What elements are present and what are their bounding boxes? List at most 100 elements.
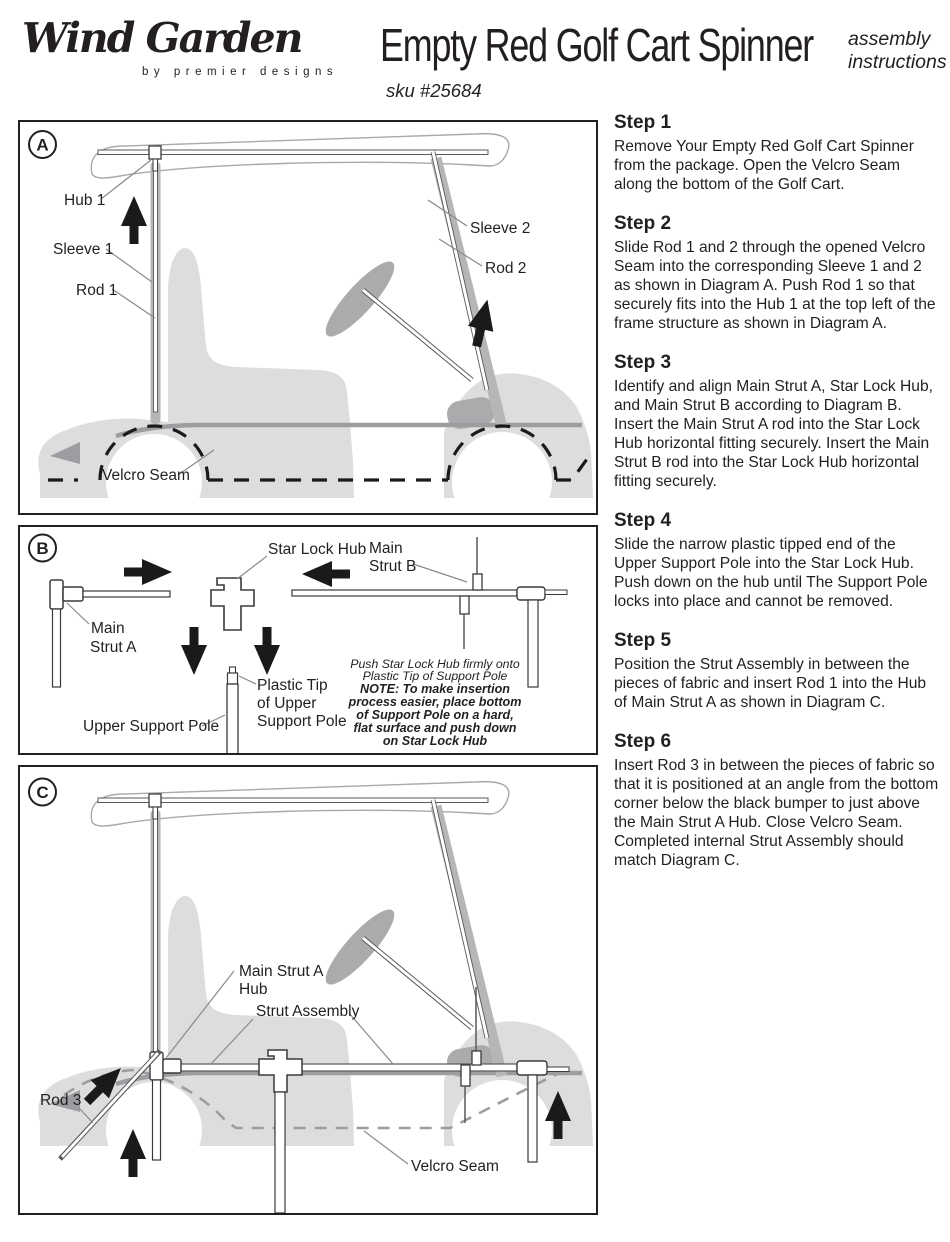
- down-arrow-icon: [181, 627, 207, 675]
- strut-b-tee-pole: [527, 599, 539, 688]
- brand-logo: Wind Garden: [22, 14, 303, 62]
- diagram-a-panel: A Hub 1 Sleeve 1 Rod 1 Sleeve 2 Rod 2 Ve…: [18, 120, 598, 515]
- main-strut-a-rod: [82, 590, 171, 598]
- label-hub-1: Hub 1: [64, 192, 105, 209]
- diagram-b-figure: Main Strut A Star Lock Hub Main Strut B …: [28, 533, 568, 753]
- step-title: Step 1: [614, 112, 672, 133]
- leader-line: [363, 1130, 409, 1165]
- label-velcro-seam: Velcro Seam: [102, 467, 190, 484]
- leader-line: [111, 288, 156, 319]
- step-body: Identify and align Main Strut A, Star Lo…: [614, 378, 933, 491]
- left-arrow-icon: [302, 561, 350, 587]
- right-small-tab-top: [471, 1050, 482, 1066]
- step-title: Step 3: [614, 352, 672, 374]
- note-line-bold: process easier, place bottom: [348, 695, 522, 709]
- label-main-strut-a-2: Strut A: [90, 639, 137, 656]
- note-line-bold: on Star Lock Hub: [383, 734, 488, 748]
- label-main-strut-b-1: Main: [369, 540, 403, 557]
- label-plastic-tip-2: of Upper: [257, 695, 316, 712]
- panel-letter: B: [36, 539, 48, 558]
- left-hub-pole: [151, 1079, 162, 1161]
- upper-support-pole: [226, 683, 239, 753]
- step-title: Step 6: [614, 731, 672, 753]
- note-line-bold: NOTE: To make insertion: [360, 682, 510, 696]
- center-star-lock-hub: [258, 1049, 303, 1093]
- main-strut-a-socket: [62, 586, 84, 602]
- diagram-c-figure: Main Strut A Hub Strut Assembly Rod 3 Ve…: [28, 767, 596, 1213]
- main-strut-a-block: [49, 579, 64, 610]
- leader-line: [348, 1012, 394, 1065]
- page-title: Empty Red Golf Cart Spinner: [380, 19, 814, 71]
- main-strut-a-pole: [51, 608, 62, 688]
- page-subtitle-line2: instructions: [848, 51, 947, 73]
- label-rod-2: Rod 2: [485, 260, 526, 277]
- step-4: Step 4 Slide the narrow plastic tipped e…: [614, 510, 940, 611]
- strut-b-rod-tip: [544, 589, 568, 595]
- strut-b-tee-socket: [516, 586, 546, 601]
- star-lock-hub: [210, 577, 255, 631]
- step-body: Slide Rod 1 and 2 through the opened Vel…: [614, 239, 936, 333]
- center-support-pole: [274, 1091, 286, 1213]
- diagram-b-panel: Main Strut A Star Lock Hub Main Strut B …: [18, 525, 598, 755]
- step-body: Insert Rod 3 in between the pieces of fa…: [614, 757, 939, 870]
- page-subtitle: assembly instructions: [848, 28, 947, 74]
- brand-tagline: by premier designs: [142, 66, 339, 78]
- up-arrow-icon: [121, 196, 147, 244]
- label-rod-1: Rod 1: [76, 282, 117, 299]
- label-rod-3: Rod 3: [40, 1092, 81, 1109]
- panel-letter: C: [36, 783, 48, 802]
- label-main-strut-a-hub-2: Hub: [239, 981, 267, 998]
- step-2: Step 2 Slide Rod 1 and 2 through the ope…: [614, 213, 940, 333]
- step-6: Step 6 Insert Rod 3 in between the piece…: [614, 731, 940, 870]
- step-1: Step 1 Remove Your Empty Red Golf Cart S…: [614, 112, 940, 194]
- panel-letter-circle: [28, 130, 57, 159]
- leader-line: [165, 970, 235, 1059]
- label-star-lock-hub: Star Lock Hub: [268, 541, 366, 558]
- velcro-seam-dashes: [48, 424, 594, 482]
- panel-letter-circle: [28, 777, 57, 807]
- step-3: Step 3 Identify and align Main Strut A, …: [614, 352, 940, 491]
- step-body: Remove Your Empty Red Golf Cart Spinner …: [614, 138, 914, 194]
- leader-line: [105, 248, 153, 283]
- leader-line: [66, 602, 90, 625]
- instructions-column: Step 1 Remove Your Empty Red Golf Cart S…: [614, 112, 940, 889]
- leader-line: [412, 563, 468, 583]
- diagram-c-panel: Main Strut A Hub Strut Assembly Rod 3 Ve…: [18, 765, 598, 1215]
- label-sleeve-1: Sleeve 1: [53, 241, 113, 258]
- step-title: Step 5: [614, 630, 672, 652]
- label-upper-support-pole: Upper Support Pole: [83, 718, 219, 735]
- note-line-bold: of Support Pole on a hard,: [356, 708, 513, 722]
- note-line: Push Star Lock Hub firmly onto: [350, 657, 520, 671]
- panel-letter-circle: [28, 533, 57, 563]
- label-strut-assembly: Strut Assembly: [256, 1003, 360, 1020]
- strut-b-small-tab-bottom: [459, 595, 470, 615]
- right-tee-socket: [516, 1060, 548, 1076]
- right-small-tab-bottom: [460, 1064, 471, 1087]
- pole-plastic-tip: [226, 672, 239, 685]
- step-title: Step 4: [614, 510, 672, 532]
- panel-letter: A: [36, 136, 48, 155]
- step-5: Step 5 Position the Strut Assembly in be…: [614, 630, 940, 712]
- leader-line: [100, 159, 152, 200]
- strut-b-small-tab-top: [472, 573, 483, 591]
- leader-line: [177, 449, 215, 476]
- page-subtitle-line1: assembly: [848, 28, 931, 50]
- right-rod-tip: [546, 1066, 570, 1072]
- label-velcro-seam: Velcro Seam: [411, 1158, 499, 1175]
- step-body: Position the Strut Assembly in between t…: [614, 656, 927, 712]
- rod-3: [60, 1052, 160, 1158]
- diagram-a-figure: A Hub 1 Sleeve 1 Rod 1 Sleeve 2 Rod 2 Ve…: [28, 122, 596, 513]
- main-strut-a-hub-socket: [162, 1058, 182, 1074]
- sku-label: sku #25684: [386, 80, 482, 101]
- right-tee-pole: [527, 1074, 538, 1163]
- step-body: Slide the narrow plastic tipped end of t…: [614, 536, 928, 611]
- label-plastic-tip-1: Plastic Tip: [257, 677, 328, 694]
- leader-line: [201, 714, 226, 727]
- label-main-strut-a-hub-1: Main Strut A: [239, 963, 324, 980]
- note-line-bold: flat surface and push down: [353, 721, 516, 735]
- leader-line: [427, 199, 468, 227]
- leader-line: [210, 1018, 254, 1065]
- label-main-strut-b-2: Strut B: [369, 558, 416, 575]
- leader-line: [438, 238, 483, 267]
